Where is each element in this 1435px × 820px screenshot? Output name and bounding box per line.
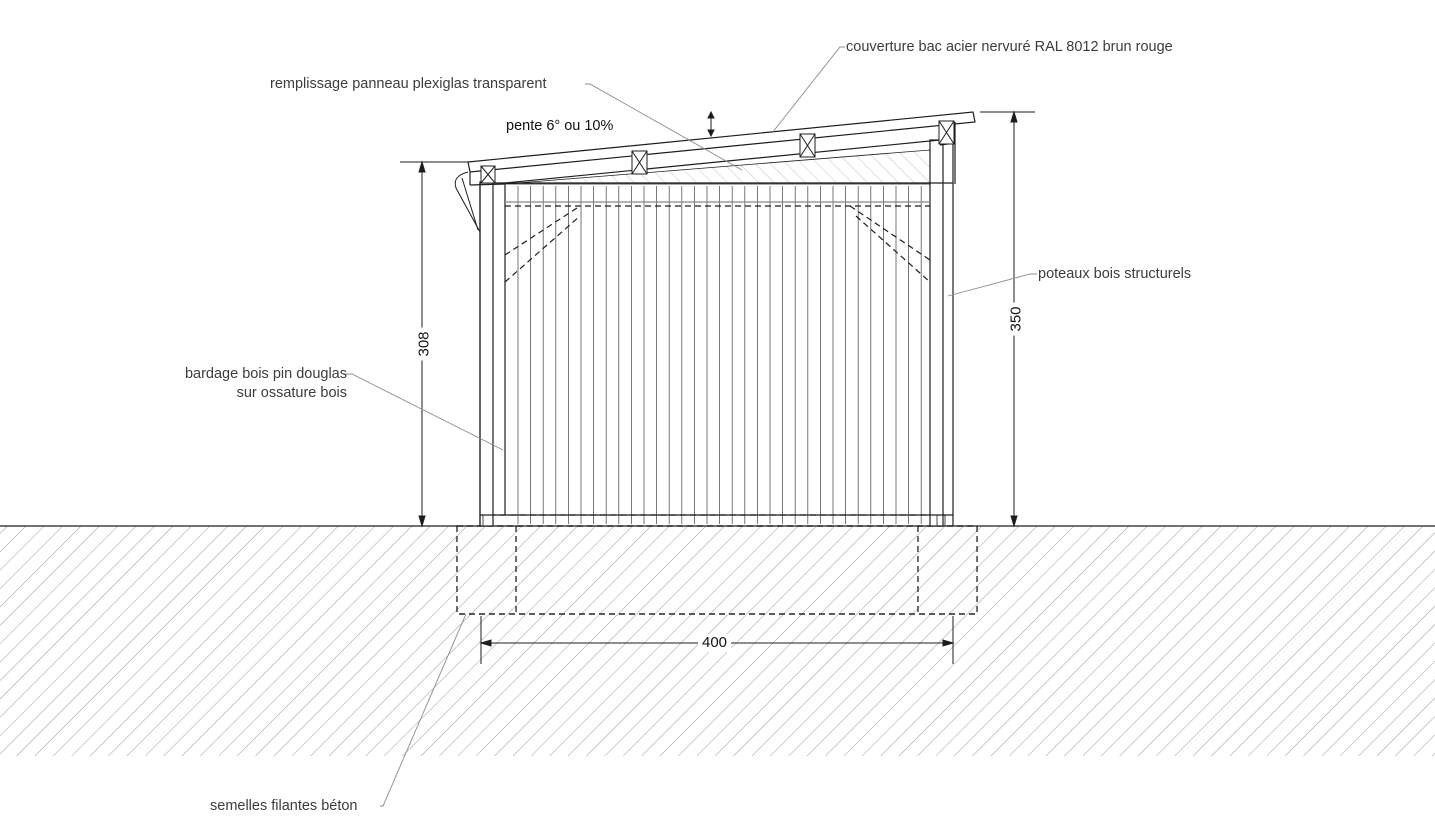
footings-label: semelles filantes béton — [210, 798, 358, 814]
left-height-dimension-text: 308 — [415, 327, 434, 361]
roof-purlins — [480, 120, 955, 184]
cladding-label-line2: sur ossature bois — [236, 385, 347, 401]
wood-cladding-boards — [517, 186, 922, 524]
slope-arrow — [707, 110, 715, 138]
width-dimension-text: 400 — [698, 634, 732, 652]
footing-hatch-right — [918, 527, 977, 613]
gutter-downpipe — [461, 177, 479, 231]
right-height-dimension-text: 350 — [1007, 302, 1026, 336]
infill-panel-label: remplissage panneau plexiglas transparen… — [270, 76, 547, 92]
timber-frame — [479, 139, 954, 527]
roof-covering-label: couverture bac acier nervuré RAL 8012 br… — [846, 39, 1173, 55]
cladding-label-line1: bardage bois pin douglas — [184, 366, 347, 382]
slope-label: pente 6° ou 10% — [506, 118, 614, 134]
gutter-icon — [454, 171, 481, 233]
concrete-footings — [456, 525, 978, 615]
dimension-left-height — [400, 160, 470, 528]
roof-covering — [467, 111, 976, 186]
footing-hatch-left — [457, 527, 516, 613]
posts-label: poteaux bois structurels — [1038, 266, 1192, 282]
leader-lines — [345, 46, 1037, 807]
